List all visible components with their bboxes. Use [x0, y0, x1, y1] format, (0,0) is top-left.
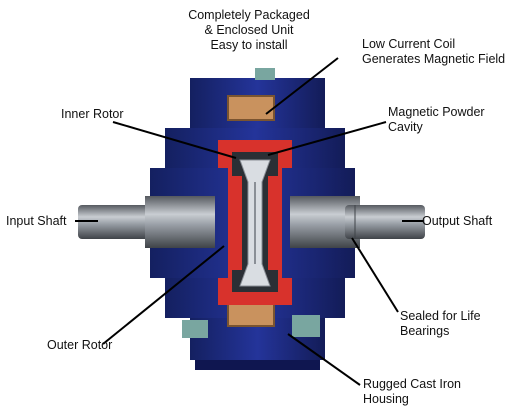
coil-top: [227, 95, 275, 121]
label-line: Bearings: [400, 324, 450, 338]
label-housing: Rugged Cast Iron Housing: [363, 377, 461, 407]
seal-right: [292, 315, 320, 337]
label-inner-rotor: Inner Rotor: [61, 107, 124, 122]
leader-powder: [267, 121, 387, 156]
leader-housing: [287, 333, 361, 386]
label-line: Magnetic Powder: [388, 105, 485, 119]
label-packaged-unit: Completely Packaged & Enclosed Unit Easy…: [174, 8, 324, 53]
label-line: Low Current Coil: [362, 37, 456, 51]
input-shaft-collar: [145, 196, 215, 248]
top-vent: [255, 68, 275, 80]
label-outer-rotor: Outer Rotor: [47, 338, 112, 353]
label-line: Output Shaft: [422, 214, 493, 228]
label-line: Rugged Cast Iron: [363, 377, 461, 391]
label-line: Cavity: [388, 120, 423, 134]
coil-bottom: [227, 301, 275, 327]
leader-sealed: [351, 237, 399, 313]
label-powder-cavity: Magnetic Powder Cavity: [388, 105, 485, 135]
label-line: Inner Rotor: [61, 107, 124, 121]
label-sealed-bearings: Sealed for Life Bearings: [400, 309, 481, 339]
output-shaft: [345, 205, 425, 239]
label-input-shaft: Input Shaft: [6, 214, 66, 229]
label-line: Easy to install: [210, 38, 288, 52]
leader-lines: [75, 57, 424, 386]
seal-left: [182, 320, 208, 338]
label-output-shaft: Output Shaft: [422, 214, 492, 229]
label-line: Completely Packaged: [188, 8, 310, 22]
leader-coil: [265, 57, 339, 115]
leader-outer-rotor: [102, 245, 225, 345]
label-line: Housing: [363, 392, 409, 406]
label-line: & Enclosed Unit: [204, 23, 294, 37]
label-line: Input Shaft: [6, 214, 67, 228]
label-line: Generates Magnetic Field: [362, 52, 506, 66]
label-line: Outer Rotor: [47, 338, 113, 352]
leader-inner-rotor: [112, 121, 237, 159]
housing-foot: [195, 360, 320, 370]
label-line: Sealed for Life: [400, 309, 481, 323]
label-coil: Low Current Coil Generates Magnetic Fiel…: [362, 37, 505, 67]
rotor-assembly: [218, 140, 292, 305]
shafts: [78, 196, 425, 248]
